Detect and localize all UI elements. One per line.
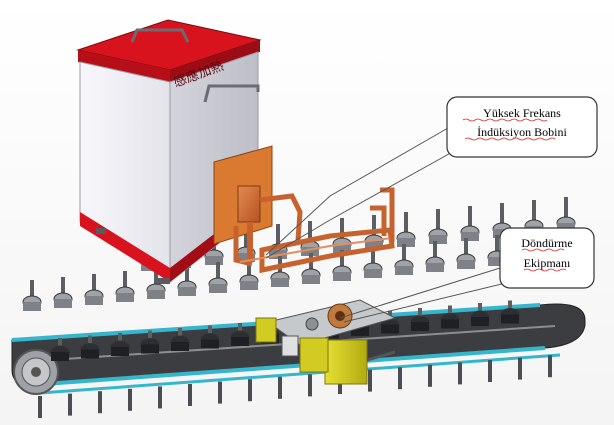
callout-coil-line2: İndüksiyon Bobini	[477, 125, 567, 139]
roller-shaft	[158, 386, 162, 409]
conveyor-roller	[170, 328, 190, 351]
conveyor-roller	[396, 212, 416, 247]
conveyor-roller	[110, 333, 130, 356]
conveyor-roller	[208, 262, 228, 293]
conveyor-roller	[425, 241, 445, 272]
roller-shaft	[428, 364, 432, 387]
conveyor-roller	[332, 250, 352, 281]
conveyor-roller	[177, 265, 197, 296]
conveyor-roller	[230, 323, 250, 346]
conveyor-rollers-mid	[22, 232, 538, 311]
roller-shaft	[68, 393, 72, 416]
roller-shaft	[548, 355, 552, 378]
roller-shaft	[278, 376, 282, 399]
conveyor-roller	[410, 308, 430, 331]
roller-shaft	[308, 374, 312, 397]
callout-coil-line1: Yüksek Frekans	[483, 106, 561, 120]
induction-cabinet: 感應加熱	[76, 19, 273, 284]
conveyor-roller	[470, 303, 490, 326]
roller-shaft	[398, 367, 402, 390]
conveyor-roller	[394, 244, 414, 275]
leader-lines	[265, 127, 511, 323]
roller-shaft	[248, 379, 252, 402]
conveyor-roller	[80, 335, 100, 359]
roller-shaft	[488, 360, 492, 382]
callout-rotation-line1: Döndürme	[521, 236, 572, 250]
roller-shaft	[518, 357, 522, 380]
roller-shaft	[38, 396, 42, 418]
roller-shaft	[188, 384, 192, 406]
conveyor-roller	[84, 274, 104, 305]
conveyor-roller	[239, 259, 259, 290]
roller-shaft	[128, 388, 132, 411]
conveyor-roller	[460, 206, 480, 241]
sprocket-gear	[13, 349, 59, 395]
roller-shaft	[368, 369, 372, 392]
conveyor-roller	[428, 209, 448, 244]
conveyor-roller	[53, 277, 73, 308]
conveyor-roller	[115, 271, 135, 302]
callout-rotation-line2: Ekipmanı	[524, 256, 571, 270]
callout-rotation: Döndürme Ekipmanı	[499, 227, 595, 289]
conveyor-roller	[456, 238, 476, 269]
callout-coil: Yüksek Frekans İndüksiyon Bobini	[446, 96, 598, 158]
conveyor-roller	[200, 325, 220, 349]
roller-shaft	[98, 391, 102, 414]
conveyor-roller	[363, 247, 383, 278]
conveyor-roller	[146, 268, 166, 299]
roller-shaft	[458, 362, 462, 385]
roller-shaft	[218, 381, 222, 404]
conveyor-roller	[50, 338, 70, 361]
conveyor-roller	[440, 305, 460, 329]
conveyor-roller	[301, 253, 321, 284]
conveyor-roller	[500, 300, 520, 324]
conveyor-roller	[140, 330, 160, 354]
conveyor-roller	[22, 280, 42, 311]
